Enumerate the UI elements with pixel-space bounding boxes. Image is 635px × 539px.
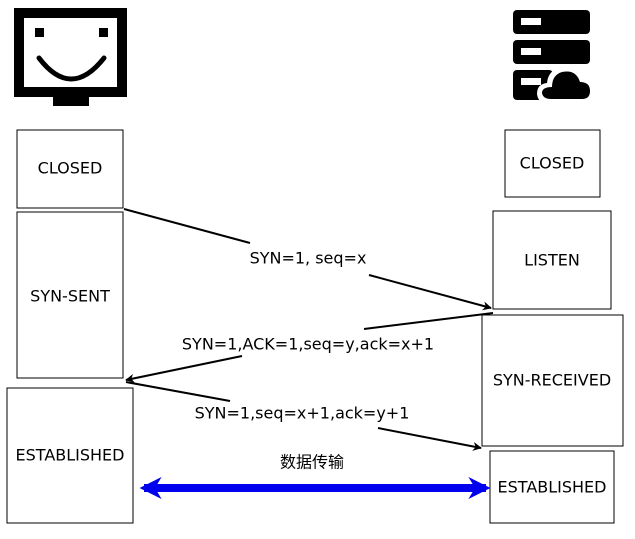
syn-message-label: SYN=1, seq=x — [250, 249, 367, 268]
syn-arrow — [123, 208, 491, 308]
server-state-listen: LISTEN — [492, 210, 612, 310]
syn-ack-arrow — [126, 312, 494, 380]
server-cloud-icon — [513, 10, 595, 103]
client-syn-sent-label: SYN-SENT — [30, 287, 110, 306]
server-listen-label: LISTEN — [524, 251, 580, 270]
server-state-closed: CLOSED — [504, 129, 601, 198]
data-transfer-label: 数据传输 — [280, 453, 344, 472]
client-state-syn-sent: SYN-SENT — [16, 211, 124, 379]
server-state-syn-received: SYN-RECEIVED — [481, 314, 624, 447]
client-state-established: ESTABLISHED — [6, 387, 134, 524]
ack-arrow — [125, 381, 481, 448]
client-established-label: ESTABLISHED — [16, 446, 125, 465]
server-established-label: ESTABLISHED — [498, 478, 607, 497]
client-state-closed: CLOSED — [16, 129, 124, 209]
server-syn-received-label: SYN-RECEIVED — [493, 371, 611, 390]
server-closed-label: CLOSED — [520, 154, 585, 173]
ack-message-label: SYN=1,seq=x+1,ack=y+1 — [195, 404, 410, 423]
syn-ack-message-label: SYN=1,ACK=1,seq=y,ack=x+1 — [182, 335, 434, 354]
server-state-established: ESTABLISHED — [489, 450, 615, 524]
monitor-smiley-icon — [14, 8, 127, 106]
client-closed-label: CLOSED — [38, 159, 103, 178]
